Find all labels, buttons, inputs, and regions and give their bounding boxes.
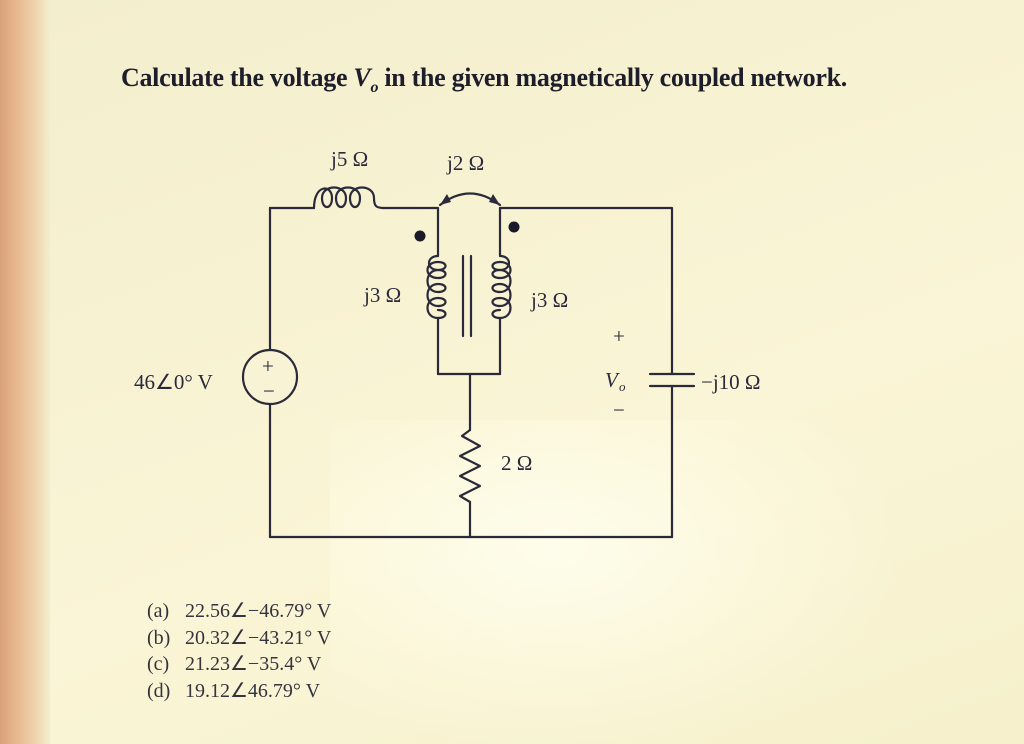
question-variable: V (353, 63, 371, 92)
question-prefix: Calculate the voltage (121, 63, 354, 92)
answer-value: 22.56∠−46.79° V (185, 600, 332, 622)
series-inductor-coil (312, 186, 386, 210)
question-variable-subscript: o (370, 79, 379, 96)
secondary-coil-label: j3 Ω (530, 288, 568, 312)
source-label: 46∠0° V (134, 370, 213, 394)
answer-value: 20.32∠−43.21° V (185, 626, 332, 649)
answer-key: (b) (147, 626, 171, 649)
coupling-arrow-right (489, 194, 500, 205)
question-text: Calculate the voltage Vo in the given ma… (121, 63, 847, 97)
primary-coil (426, 254, 447, 320)
answer-options: (a) 22.56∠−46.79° V (b) 20.32∠−43.21° V (c… (147, 598, 331, 704)
primary-coil-label: j3 Ω (363, 283, 401, 307)
answer-key: (c) (147, 653, 170, 675)
resistor-label: 2 Ω (501, 451, 532, 475)
vo-label: V (605, 368, 620, 392)
wire-to-primary (382, 206, 440, 258)
secondary-coil (491, 254, 512, 320)
mutual-inductance-label: j2 Ω (446, 151, 484, 175)
source-minus: − (263, 379, 275, 403)
answer-value: 21.23∠−35.4° V (185, 653, 322, 675)
answer-key: (d) (147, 679, 171, 702)
answer-option-a: (a) 22.56∠−46.79° V (147, 598, 331, 625)
secondary-polarity-dot (508, 221, 520, 233)
question-suffix: in the given magnetically coupled networ… (378, 63, 847, 92)
capacitor-label: −j10 Ω (701, 370, 761, 394)
answer-key: (a) (147, 600, 170, 622)
resistor-zigzag (458, 428, 482, 504)
answer-option-d: (d) 19.12∠46.79° V (147, 678, 331, 705)
primary-polarity-dot (414, 230, 426, 242)
source-plus: + (262, 354, 274, 378)
series-inductor-label: j5 Ω (330, 147, 368, 171)
answer-option-c: (c) 21.23∠−35.4° V (147, 651, 331, 678)
wire-top-right (498, 206, 674, 376)
coupling-arrow-left (440, 194, 451, 205)
page-edge-strip (0, 0, 50, 744)
vo-minus: − (613, 398, 625, 422)
vo-plus: + (613, 324, 625, 348)
vo-subscript: o (619, 379, 626, 394)
answer-option-b: (b) 20.32∠−43.21° V (147, 625, 331, 652)
answer-value: 19.12∠46.79° V (185, 679, 321, 702)
voltage-source-circle (241, 348, 299, 406)
